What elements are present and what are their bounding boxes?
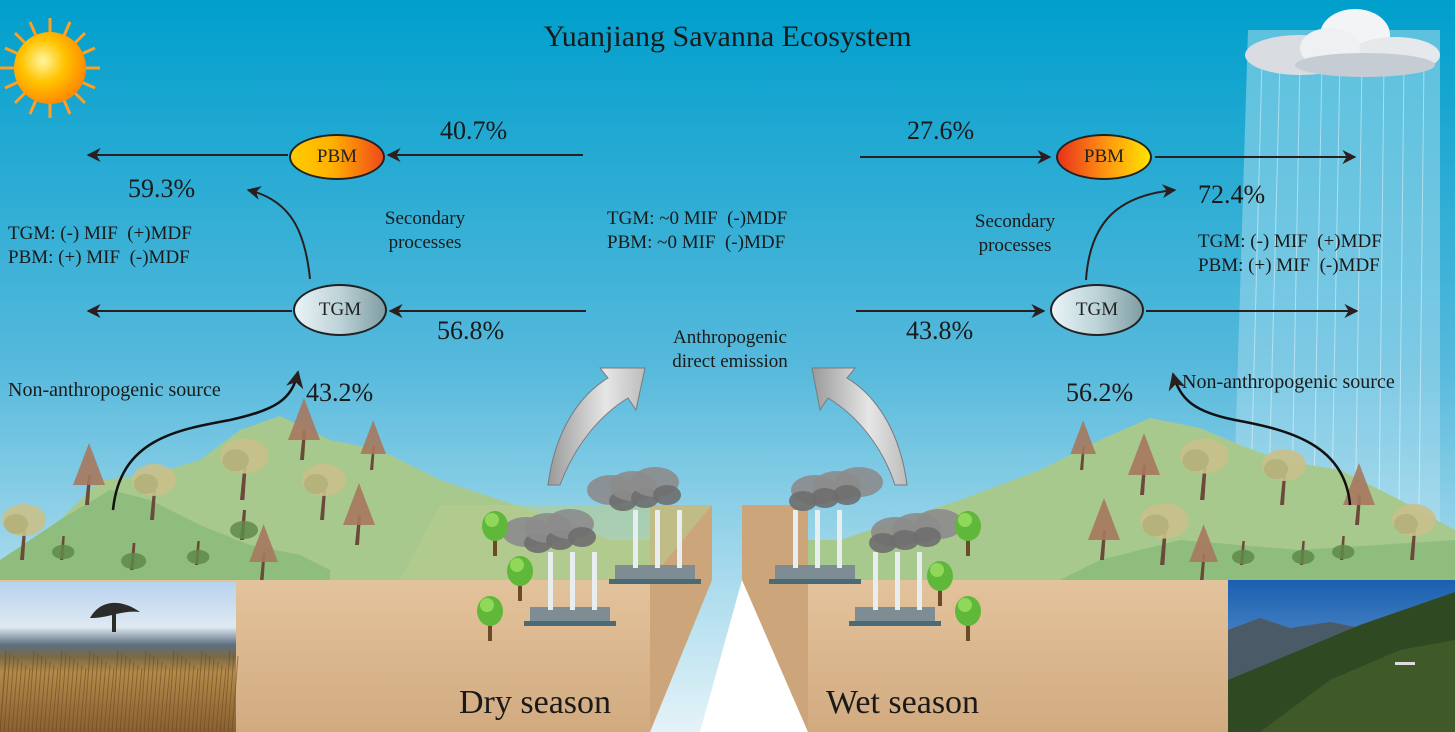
center-gap bbox=[700, 580, 808, 732]
tree-icon bbox=[1343, 463, 1375, 525]
dry-secondary-process-arrow bbox=[246, 186, 311, 280]
tree-icon bbox=[1180, 438, 1229, 500]
green-tree-icons bbox=[477, 511, 981, 641]
tree-icon bbox=[482, 511, 508, 556]
secondary-line1: Secondary bbox=[974, 211, 1056, 232]
tree-icon bbox=[1189, 524, 1218, 580]
tree-icon bbox=[1292, 541, 1315, 565]
dry-tgm-node: TGM bbox=[293, 284, 387, 336]
tree-icon bbox=[1232, 541, 1255, 565]
wet-secondary-processes-label: Secondary processes bbox=[950, 210, 1080, 258]
tree-icon bbox=[121, 543, 147, 570]
anthropogenic-arrow-right bbox=[811, 367, 908, 486]
tree-icon bbox=[302, 464, 346, 520]
tree-icon bbox=[477, 596, 503, 641]
tree-icon bbox=[343, 483, 375, 545]
dry-pbm-effect: PBM: (+) MIF (-)MDF bbox=[8, 247, 190, 268]
wet-secondary-process-arrow bbox=[1085, 184, 1177, 281]
tree-icon bbox=[1332, 536, 1355, 560]
dry-season-label: Dry season bbox=[459, 684, 612, 721]
secondary-line1: Secondary bbox=[384, 208, 466, 229]
wet-pbm-node: PBM bbox=[1056, 134, 1152, 180]
tree-icon bbox=[230, 510, 258, 540]
tree-icon bbox=[1070, 420, 1096, 470]
dry-isotope-effects: TGM: (-) MIF (+)MDF PBM: (+) MIF (-)MDF bbox=[8, 222, 192, 270]
tree-icon bbox=[1262, 449, 1306, 505]
wet-season-trees bbox=[1070, 420, 1436, 580]
dry-non-anthropogenic-label: Non-anthropogenic source bbox=[8, 379, 221, 401]
sun-icon bbox=[0, 18, 100, 118]
wet-pbm-flux-pct: 27.6% bbox=[907, 116, 975, 145]
anthropogenic-isotope-effects: TGM: ~0 MIF (-)MDF PBM: ~0 MIF (-)MDF bbox=[607, 207, 787, 255]
tree-icon bbox=[955, 511, 981, 556]
dry-pbm-flux-pct: 40.7% bbox=[440, 116, 508, 145]
diagram-title: Yuanjiang Savanna Ecosystem bbox=[543, 20, 912, 53]
wet-isotope-effects: TGM: (-) MIF (+)MDF PBM: (+) MIF (-)MDF bbox=[1198, 230, 1382, 278]
secondary-line2: processes bbox=[978, 235, 1052, 256]
secondary-line2: processes bbox=[388, 232, 462, 253]
tgm-label: TGM bbox=[1075, 299, 1119, 320]
factory-icon bbox=[502, 509, 616, 626]
anthropogenic-pbm-effect: PBM: ~0 MIF (-)MDF bbox=[607, 232, 786, 253]
factory-icon bbox=[587, 467, 701, 584]
tree-icon bbox=[927, 561, 953, 606]
dry-season-trees bbox=[2, 398, 386, 580]
tree-icon bbox=[249, 524, 278, 580]
tree-icon bbox=[1140, 503, 1189, 565]
tree-icon bbox=[288, 398, 320, 460]
factory-icons bbox=[502, 467, 963, 626]
dry-grassland-photo bbox=[0, 582, 239, 732]
tree-icon bbox=[220, 438, 269, 500]
anthropogenic-arrow-left bbox=[547, 367, 646, 486]
wet-tgm-flux-pct: 43.8% bbox=[906, 316, 974, 345]
tree-icon bbox=[1392, 504, 1436, 560]
tree-icon bbox=[132, 464, 176, 520]
dry-tgm-flux-pct: 56.8% bbox=[437, 316, 505, 345]
dry-tgm-effect: TGM: (-) MIF (+)MDF bbox=[8, 223, 192, 244]
wet-non-anthropogenic-arrow bbox=[1168, 372, 1352, 506]
dry-secondary-pct: 59.3% bbox=[128, 174, 196, 203]
anthropogenic-emission-label: Anthropogenic direct emission bbox=[620, 326, 840, 374]
tree-icon bbox=[507, 556, 533, 601]
wet-non-anthropogenic-label: Non-anthropogenic source bbox=[1182, 371, 1395, 393]
wet-non-anthropogenic-pct: 56.2% bbox=[1066, 378, 1134, 407]
wet-season-label: Wet season bbox=[826, 684, 980, 721]
tree-icon bbox=[2, 504, 46, 560]
tgm-label: TGM bbox=[318, 299, 362, 320]
anthropogenic-line2: direct emission bbox=[672, 351, 788, 372]
dry-non-anthropogenic-pct: 43.2% bbox=[306, 378, 374, 407]
wet-secondary-pct: 72.4% bbox=[1198, 180, 1266, 209]
factory-icon bbox=[769, 467, 883, 584]
tree-icon bbox=[360, 420, 386, 470]
anthropogenic-line1: Anthropogenic bbox=[673, 327, 787, 348]
wet-pbm-effect: PBM: (+) MIF (-)MDF bbox=[1198, 255, 1380, 276]
rain-cloud-icon bbox=[1245, 9, 1440, 77]
pbm-label: PBM bbox=[1083, 146, 1125, 167]
dry-secondary-processes-label: Secondary processes bbox=[360, 207, 490, 255]
wet-forest-photo bbox=[1228, 580, 1455, 732]
dry-pbm-node: PBM bbox=[289, 134, 385, 180]
wet-tgm-node: TGM bbox=[1050, 284, 1144, 336]
pbm-label: PBM bbox=[316, 146, 358, 167]
wet-tgm-effect: TGM: (-) MIF (+)MDF bbox=[1198, 231, 1382, 252]
tree-icon bbox=[73, 443, 105, 505]
dry-non-anthropogenic-arrow bbox=[111, 370, 304, 511]
tree-icon bbox=[187, 541, 210, 565]
factory-icon bbox=[849, 509, 963, 626]
tree-icon bbox=[955, 596, 981, 641]
anthropogenic-tgm-effect: TGM: ~0 MIF (-)MDF bbox=[607, 208, 788, 229]
tree-icon bbox=[52, 536, 75, 560]
tree-icon bbox=[1128, 433, 1160, 495]
tree-icon bbox=[1088, 498, 1120, 560]
